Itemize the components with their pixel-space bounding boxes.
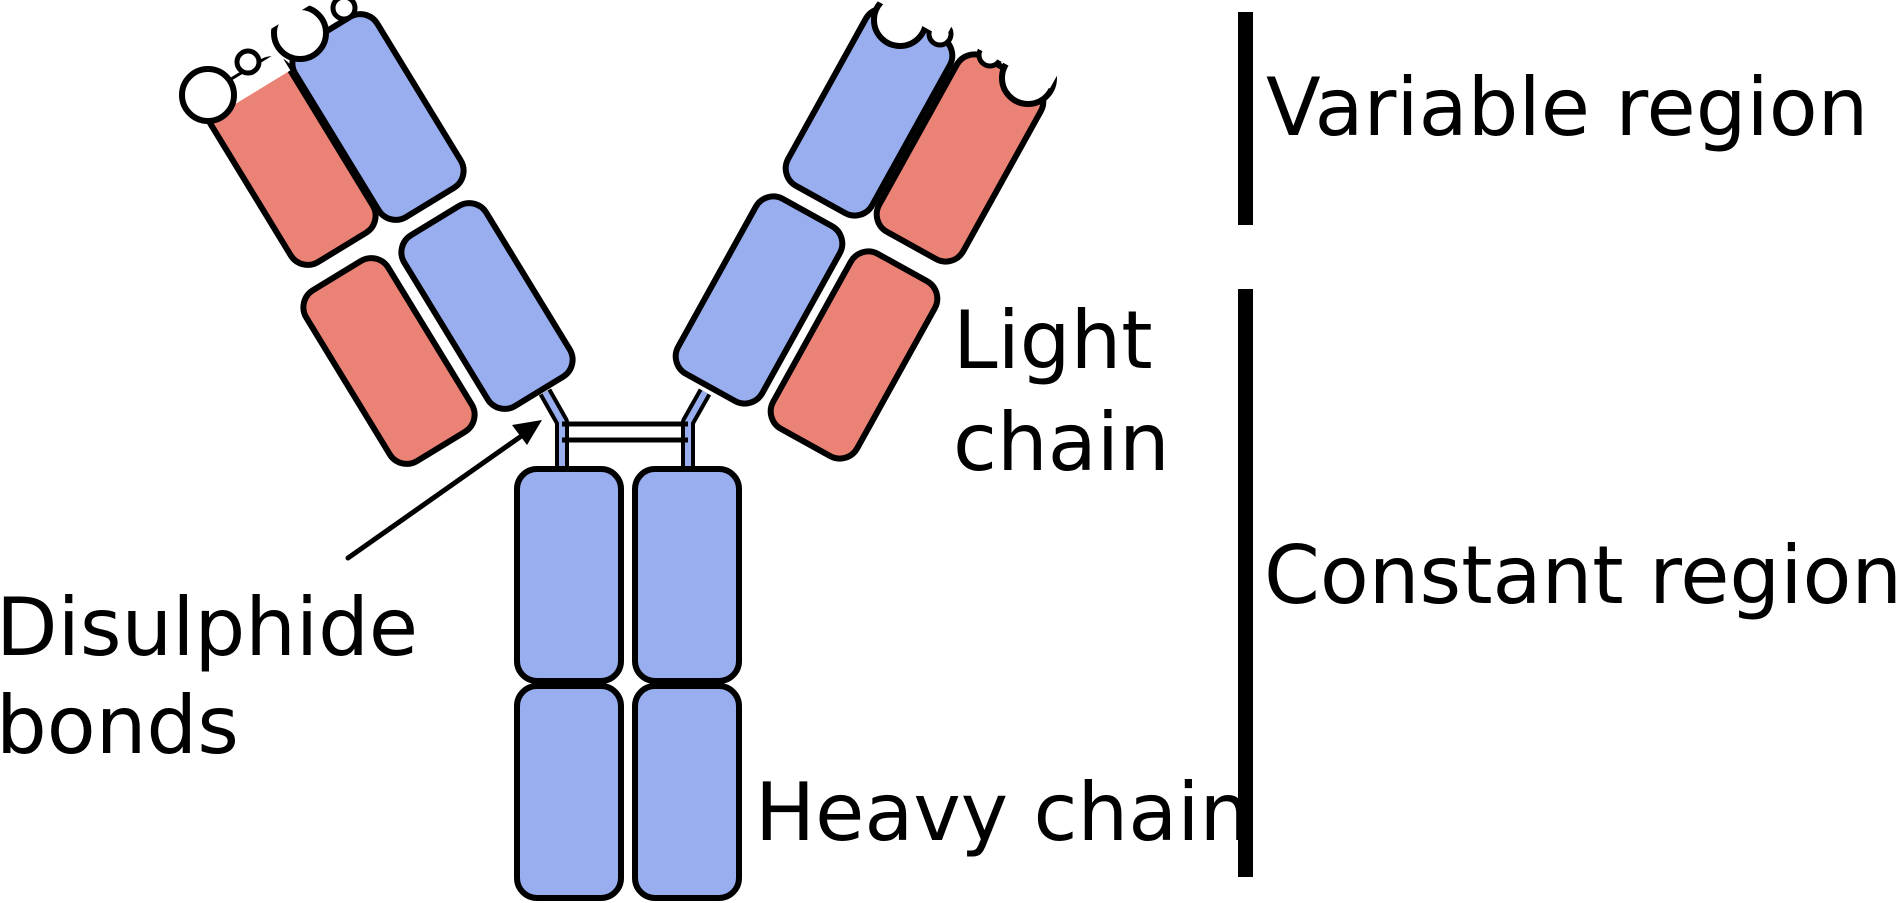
- right-heavy-ch1-domain: [672, 193, 846, 407]
- right-light-constant-domain: [767, 248, 941, 462]
- disulphide-label-line1: Disulphide: [0, 581, 418, 674]
- right-heavy-ch3-domain: [632, 683, 742, 901]
- disulphide-bridge: [562, 421, 688, 443]
- left-light-constant-domain: [300, 255, 478, 467]
- fc-stem: [514, 466, 742, 901]
- left-arm: [157, 0, 576, 470]
- light-chain-label-line1: Light: [953, 294, 1153, 387]
- heavy-chain-label: Heavy chain: [755, 766, 1250, 859]
- light-chain-label-line2: chain: [953, 396, 1170, 489]
- variable-region-label: Variable region: [1266, 61, 1868, 154]
- right-binding-site: [848, 0, 1067, 107]
- variable-region-bar: [1238, 12, 1253, 225]
- right-arm: [672, 0, 1067, 470]
- left-heavy-ch1-domain: [398, 200, 576, 412]
- left-binding-site: [157, 0, 358, 124]
- constant-region-bar: [1238, 289, 1253, 877]
- right-hinge: [681, 388, 712, 470]
- left-hinge: [538, 388, 569, 470]
- left-heavy-ch3-domain: [514, 683, 624, 901]
- disulphide-label-line2: bonds: [0, 679, 239, 772]
- right-heavy-ch2-domain: [632, 466, 742, 684]
- constant-region-label: Constant region: [1264, 529, 1897, 622]
- disulphide-arrow: [345, 420, 542, 561]
- left-heavy-ch2-domain: [514, 466, 624, 684]
